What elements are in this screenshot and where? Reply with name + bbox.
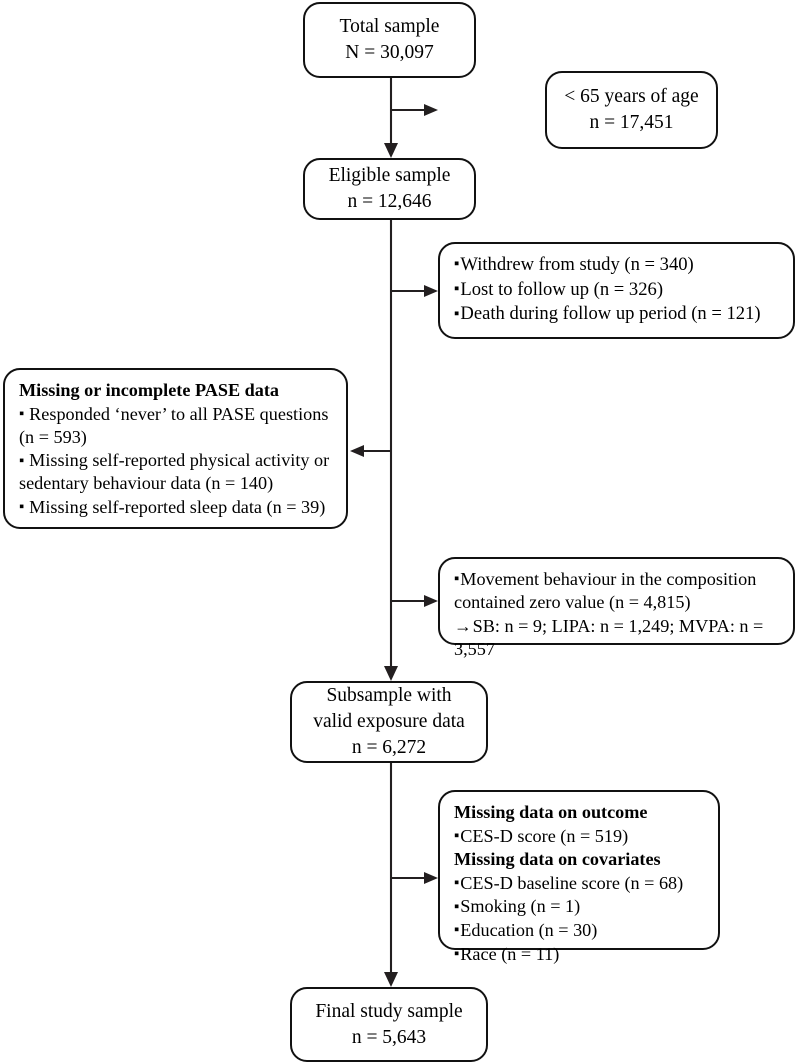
subsample-line1: Subsample with xyxy=(326,685,452,707)
missing-covariates-header: Missing data on covariates xyxy=(454,849,661,870)
arrowhead-eligible xyxy=(384,143,398,158)
missing-outcome-list: CES-D score (n = 519) xyxy=(454,825,704,848)
list-item: Education (n = 30) xyxy=(454,919,704,942)
list-item: Race (n = 11) xyxy=(454,943,704,966)
arrowhead-pase xyxy=(350,445,364,457)
list-item-detail: SB: n = 9; LIPA: n = 1,249; MVPA: n = 3,… xyxy=(454,615,779,661)
subsample-line3: n = 6,272 xyxy=(351,736,427,758)
arrowhead-attrition xyxy=(424,285,438,297)
list-item: Movement behaviour in the composition co… xyxy=(454,568,779,614)
missing-pase-list: Responded ‘never’ to all PASE questions … xyxy=(19,403,332,520)
list-item: Responded ‘never’ to all PASE questions … xyxy=(19,403,332,449)
subsample-line2: valid exposure data xyxy=(313,711,465,733)
arrowhead-age xyxy=(424,104,438,116)
attrition-list: Withdrew from study (n = 340) Lost to fo… xyxy=(454,253,779,327)
excluded-age-line2: n = 17,451 xyxy=(589,112,674,133)
final-sample-line2: n = 5,643 xyxy=(351,1026,427,1048)
list-item: Smoking (n = 1) xyxy=(454,895,704,918)
missing-pase-header: Missing or incomplete PASE data xyxy=(19,380,280,400)
arrowhead-zero xyxy=(424,595,438,607)
final-sample-line1: Final study sample xyxy=(315,1000,463,1022)
list-item: Death during follow up period (n = 121) xyxy=(454,302,779,326)
list-item: Missing self-reported sleep data (n = 39… xyxy=(19,496,332,519)
arrowhead-subsample xyxy=(384,666,398,681)
arrowhead-final xyxy=(384,972,398,987)
excluded-age-line1: < 65 years of age xyxy=(564,86,699,108)
node-final-sample: Final study sample n = 5,643 xyxy=(290,987,488,1062)
node-zero-value: Movement behaviour in the composition co… xyxy=(438,557,795,659)
list-item: Missing self-reported physical activity … xyxy=(19,449,332,495)
node-excluded-age: < 65 years of age n = 17,451 xyxy=(545,71,718,149)
node-eligible-sample: Eligible sample n = 12,646 xyxy=(303,158,476,220)
node-total-sample: Total sample N = 30,097 xyxy=(303,2,476,78)
list-item: Lost to follow up (n = 326) xyxy=(454,278,779,302)
list-item: CES-D baseline score (n = 68) xyxy=(454,872,704,895)
list-item: Withdrew from study (n = 340) xyxy=(454,253,779,277)
node-attrition: Withdrew from study (n = 340) Lost to fo… xyxy=(438,242,795,339)
eligible-sample-line1: Eligible sample xyxy=(328,165,451,187)
missing-covariates-list: CES-D baseline score (n = 68) Smoking (n… xyxy=(454,872,704,966)
missing-outcome-header: Missing data on outcome xyxy=(454,802,648,822)
zero-value-list: Movement behaviour in the composition co… xyxy=(454,568,779,661)
total-sample-line1: Total sample xyxy=(339,16,440,38)
list-item: CES-D score (n = 519) xyxy=(454,825,704,848)
total-sample-line2: N = 30,097 xyxy=(345,42,434,63)
node-missing-pase: Missing or incomplete PASE data Responde… xyxy=(3,368,348,529)
node-subsample: Subsample with valid exposure data n = 6… xyxy=(290,681,488,763)
node-missing-outcome: Missing data on outcome CES-D score (n =… xyxy=(438,790,720,964)
eligible-sample-line2: n = 12,646 xyxy=(347,191,432,212)
arrowhead-outcome xyxy=(424,872,438,884)
